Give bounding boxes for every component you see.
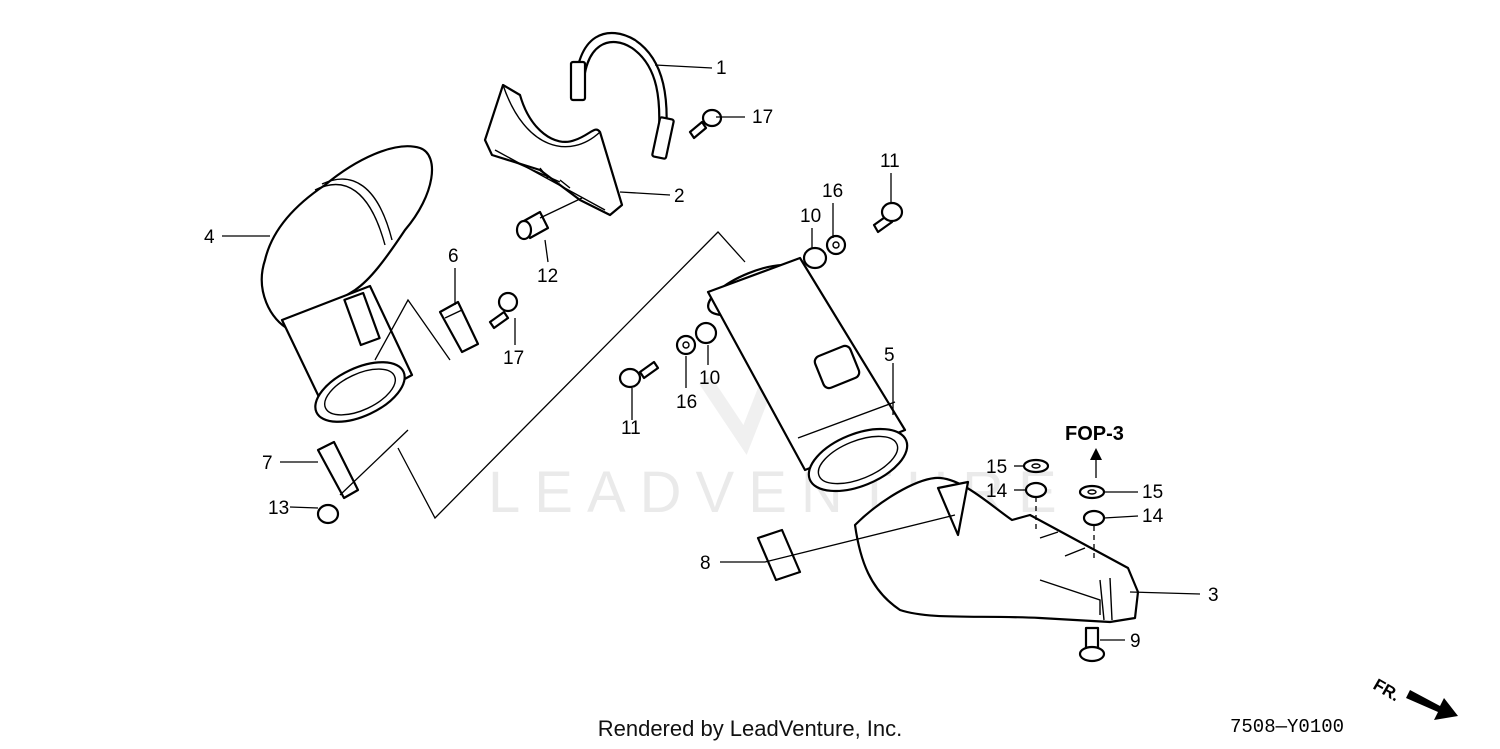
diagram-code: 7508—Y0100	[1230, 716, 1345, 738]
part-5-straight-duct[interactable]	[702, 255, 916, 504]
callout-17-lower[interactable]: 17	[503, 348, 524, 369]
callout-11-upper[interactable]: 11	[880, 151, 900, 172]
fr-arrow-icon	[1406, 690, 1458, 720]
part-15-washer-right[interactable]	[1078, 484, 1106, 500]
part-11-bolt-lower[interactable]	[618, 360, 660, 389]
callout-14-right[interactable]: 14	[1142, 506, 1164, 527]
callout-10-upper[interactable]: 10	[800, 206, 821, 227]
callout-6[interactable]: 6	[448, 246, 459, 267]
callout-16-upper[interactable]: 16	[822, 181, 843, 202]
part-6-clip[interactable]	[438, 300, 480, 354]
callout-5[interactable]: 5	[884, 345, 895, 366]
callout-14-left[interactable]: 14	[986, 481, 1008, 502]
part-2-holder[interactable]	[483, 83, 624, 217]
render-credit: Rendered by LeadVenture, Inc.	[597, 716, 903, 741]
part-15-washer-left[interactable]	[1022, 458, 1050, 474]
callout-3[interactable]: 3	[1208, 585, 1219, 606]
fr-label: FR.	[1370, 675, 1403, 705]
part-10-nut-lower[interactable]	[694, 321, 718, 345]
callout-11-lower[interactable]: 11	[621, 418, 641, 439]
part-8-tape[interactable]	[756, 528, 802, 582]
callout-17-upper[interactable]: 17	[752, 107, 773, 128]
part-9-bolt[interactable]	[1078, 626, 1106, 663]
callout-13[interactable]: 13	[268, 498, 289, 519]
callout-9[interactable]: 9	[1130, 631, 1141, 652]
part-16-washer-upper[interactable]	[825, 234, 847, 256]
fop-3-label: FOP-3	[1065, 423, 1124, 445]
callout-15-left[interactable]: 15	[986, 457, 1007, 478]
part-11-bolt-upper[interactable]	[872, 201, 904, 234]
part-13-grommet[interactable]	[316, 503, 340, 525]
part-7-clip[interactable]	[316, 440, 360, 500]
part-14-grommet-left[interactable]	[1024, 481, 1048, 499]
part-12-pin[interactable]	[515, 210, 550, 241]
callout-4[interactable]: 4	[204, 227, 215, 248]
callout-7[interactable]: 7	[262, 453, 273, 474]
callout-2[interactable]: 2	[674, 186, 685, 207]
callout-16-lower[interactable]: 16	[676, 392, 697, 413]
callout-15-right[interactable]: 15	[1142, 482, 1163, 503]
part-4-elbow-duct[interactable]	[260, 145, 434, 434]
part-16-washer-lower[interactable]	[675, 334, 697, 356]
part-17-bolt-lower[interactable]	[488, 291, 519, 330]
part-17-bolt-upper[interactable]	[688, 108, 723, 140]
fop-3-reference: FOP-3	[1065, 423, 1124, 478]
part-3-lower-shroud[interactable]	[853, 476, 1140, 624]
guide-lines	[1035, 497, 1095, 560]
callout-1[interactable]: 1	[716, 58, 727, 79]
front-direction-indicator: FR.	[1370, 675, 1458, 720]
part-10-nut-upper[interactable]	[802, 246, 828, 270]
callout-10-lower[interactable]: 10	[699, 368, 720, 389]
assembly-line	[339, 231, 746, 520]
part-1-strap[interactable]	[569, 32, 675, 160]
part-14-grommet-right[interactable]	[1082, 509, 1106, 527]
callout-numbers: 1 17 2 12 4 6 17 7 13 8 3 9 10 16 11 5 1…	[204, 58, 1219, 652]
callout-8[interactable]: 8	[700, 553, 711, 574]
leader-lines	[222, 64, 1201, 641]
callout-12[interactable]: 12	[537, 266, 558, 287]
